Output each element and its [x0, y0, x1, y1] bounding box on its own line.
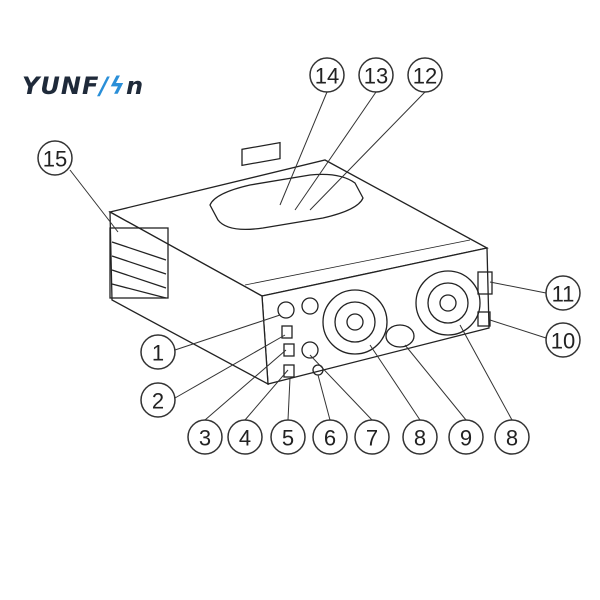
svg-text:2: 2 — [152, 389, 164, 414]
brand-logo: YUNF/ϟn — [22, 72, 144, 100]
lcd-screen — [241, 141, 281, 167]
callouts: 14 13 12 15 11 10 1 2 3 4 5 6 7 8 9 8 — [37, 57, 581, 455]
breaker — [477, 311, 491, 327]
svg-text:1: 1 — [152, 341, 164, 366]
callout-12: 12 — [407, 57, 443, 93]
callout-15: 15 — [37, 140, 73, 176]
connector-9 — [385, 324, 415, 348]
callout-3: 3 — [187, 419, 223, 455]
callout-2: 2 — [140, 382, 176, 418]
fan-left — [322, 289, 388, 355]
callout-6: 6 — [312, 419, 348, 455]
svg-text:6: 6 — [324, 426, 336, 451]
leader-lines — [69, 91, 547, 421]
callout-13: 13 — [358, 57, 394, 93]
callout-10: 10 — [545, 322, 581, 358]
svg-text:12: 12 — [413, 64, 437, 89]
callout-9: 9 — [448, 419, 484, 455]
callout-14: 14 — [309, 57, 345, 93]
callout-1: 1 — [140, 334, 176, 370]
callout-5: 5 — [270, 419, 306, 455]
svg-text:9: 9 — [460, 426, 472, 451]
svg-text:3: 3 — [199, 426, 211, 451]
svg-text:11: 11 — [552, 282, 575, 307]
fan-right — [415, 270, 481, 336]
callout-8b: 8 — [494, 419, 530, 455]
svg-text:15: 15 — [43, 147, 67, 172]
inverter-body — [108, 141, 493, 386]
svg-text:5: 5 — [282, 426, 294, 451]
logo-bolt-icon: /ϟ — [99, 72, 126, 100]
callout-8a: 8 — [402, 419, 438, 455]
vent-grille — [109, 227, 169, 299]
display-panel — [209, 173, 364, 231]
svg-text:13: 13 — [364, 64, 388, 89]
callout-7: 7 — [354, 419, 390, 455]
svg-text:10: 10 — [551, 329, 575, 354]
logo-text: YUNF — [22, 72, 100, 100]
ac-socket — [477, 271, 493, 295]
callout-4: 4 — [227, 419, 263, 455]
svg-text:14: 14 — [315, 64, 339, 89]
svg-text:7: 7 — [366, 426, 378, 451]
callout-11: 11 — [545, 275, 581, 311]
svg-text:8: 8 — [414, 426, 426, 451]
svg-text:8: 8 — [506, 426, 518, 451]
logo-text-end: n — [125, 72, 145, 100]
svg-text:4: 4 — [239, 426, 251, 451]
